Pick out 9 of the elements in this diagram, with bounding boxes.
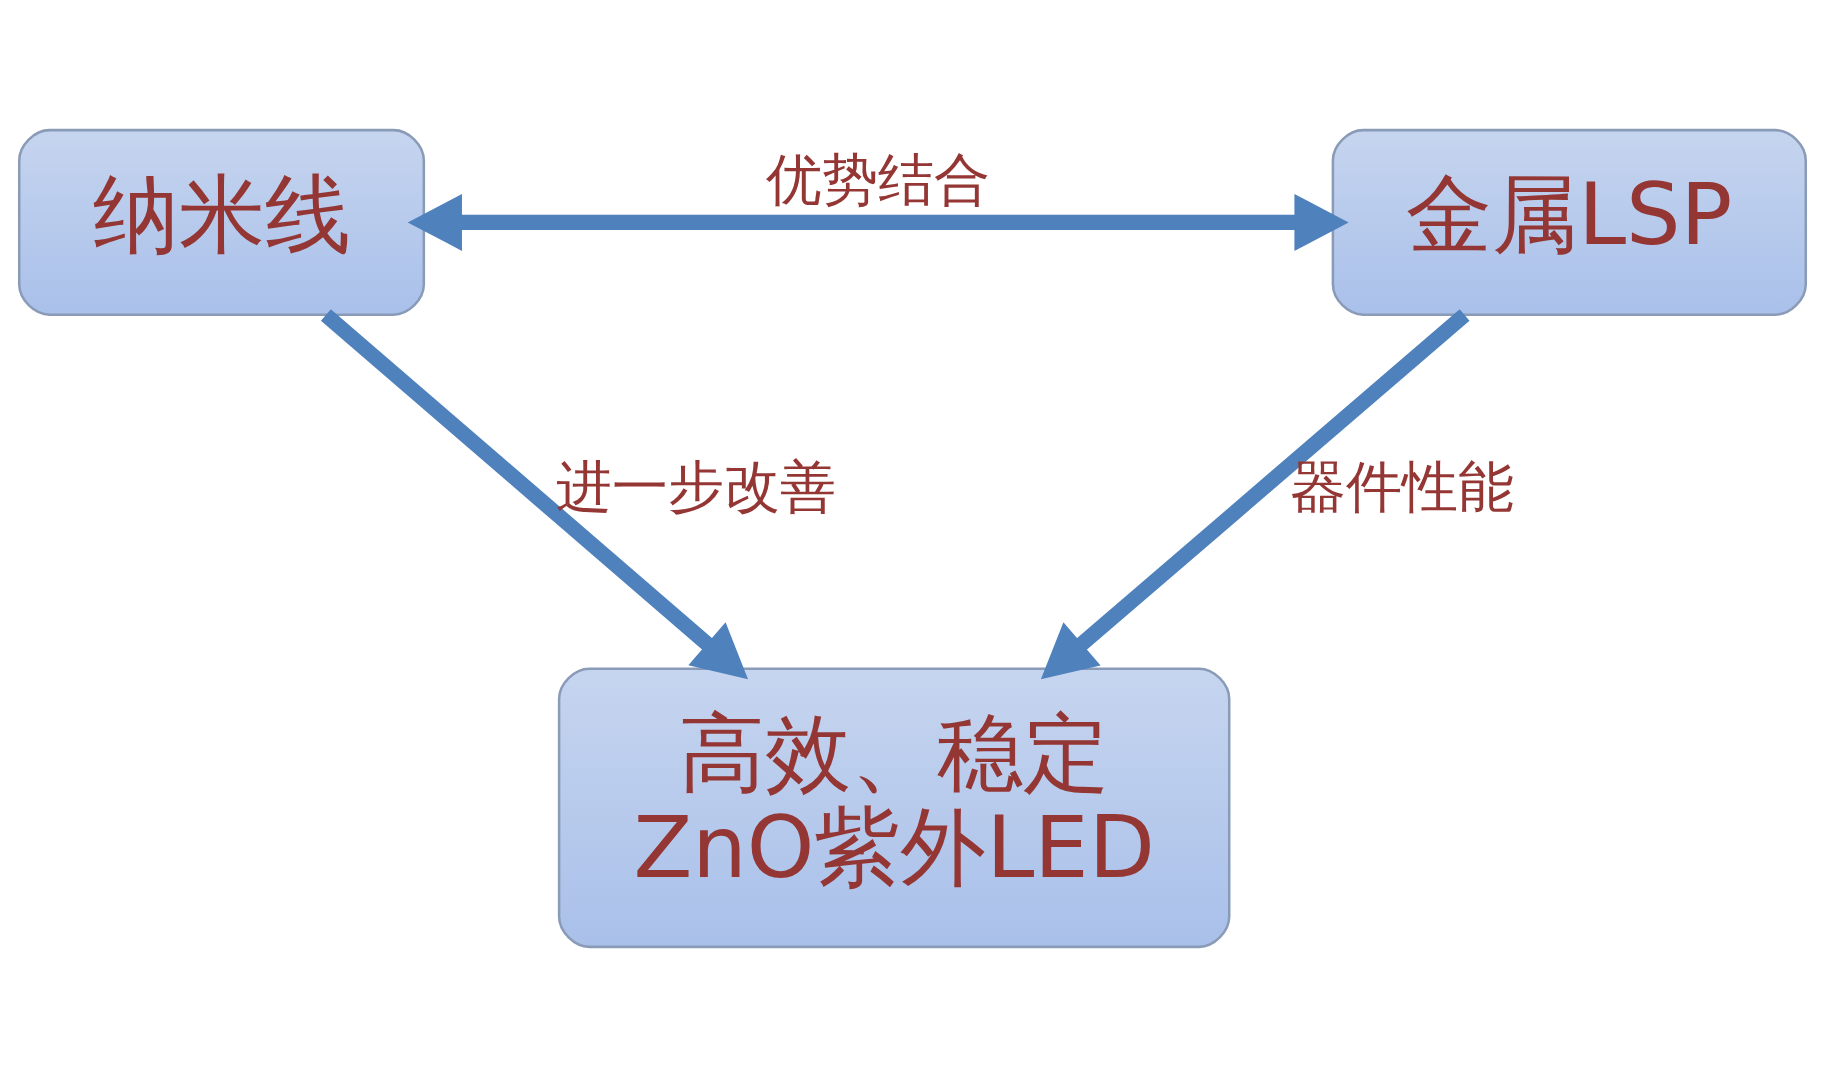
arrow <box>407 193 1349 251</box>
edge-label: 进一步改善 <box>555 453 836 519</box>
node-box: 纳米线 <box>17 128 425 316</box>
edge-label: 优势结合 <box>765 146 990 212</box>
arrow <box>320 309 748 680</box>
node-box: 金属LSP <box>1331 128 1807 316</box>
edge-label: 器件性能 <box>1289 453 1514 519</box>
arrow <box>1040 309 1469 680</box>
node-box: 高效、稳定 ZnO紫外LED <box>557 667 1230 949</box>
